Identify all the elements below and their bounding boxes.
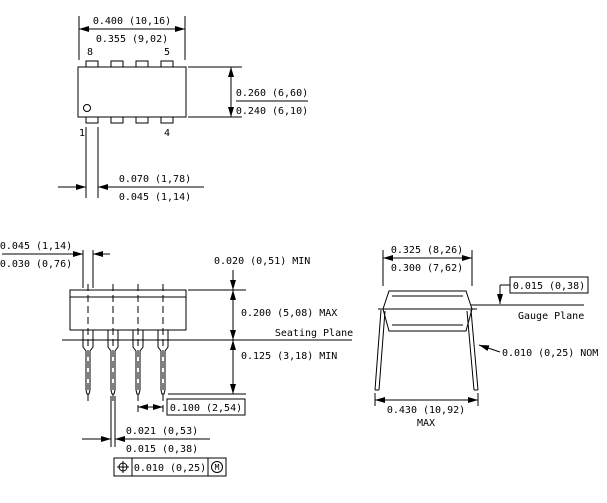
dim-overall-span-value: 0.430 (10,92) [387,405,465,416]
mmc-modifier-icon: M [211,461,223,473]
dim-lead-shoulder: 0.070 (1,78) 0.045 (1,14) [58,127,204,203]
dim-lead-thickness: 0.021 (0,53) 0.015 (0,38) [82,396,210,455]
dim-body-width-max: 0.260 (6,60) [236,88,308,99]
pin-number-4: 4 [164,128,170,139]
dim-body-length-max: 0.400 (10,16) [93,16,171,27]
package-top-outline [77,60,187,124]
dim-gauge-value: 0.015 (0,38) [513,281,585,292]
dim-row-spacing-min: 0.300 (7,62) [391,263,463,274]
package-side-body [69,289,187,331]
dim-row-spacing-max: 0.325 (8,26) [391,245,463,256]
dim-lead-length-label: 0.125 (3,18) MIN [241,351,337,362]
dim-lead-shoulder-min: 0.045 (1,14) [119,192,191,203]
mmc-modifier-letter: M [215,463,220,472]
dim-lead-pitch-label: 0.100 (2,54) [170,403,242,414]
dim-lead-shoulder-max: 0.070 (1,78) [119,174,191,185]
seating-plane-label: Seating Plane [275,328,353,339]
dim-body-width: 0.260 (6,60) 0.240 (6,10) [188,66,308,118]
dim-gauge-plane: 0.015 (0,38) Gauge Plane [471,276,589,322]
dim-lead-pitch: 0.100 (2,54) [138,398,246,416]
dim-lead-thickness-nom: 0.010 (0,25) NOM [478,344,598,359]
side-view: Seating Plane 0.045 (1,14) 0.030 (0,76) … [0,241,353,477]
gauge-plane-label: Gauge Plane [518,311,584,322]
dim-overall-span-qualifier: MAX [417,418,435,429]
pin-number-1: 1 [79,128,85,139]
top-view: 8 5 1 4 0.400 (10,16) 0.355 (9,02) 0.260… [58,16,308,203]
end-view: 0.325 (8,26) 0.300 (7,62) 0.015 (0,38) G… [374,245,598,429]
dim-body-length-min: 0.355 (9,02) [96,34,168,45]
seating-plane: Seating Plane [62,328,353,341]
dim-standoff-label: 0.020 (0,51) MIN [214,256,310,267]
package-end-body [378,290,477,332]
pin1-indicator-dot [83,104,91,112]
dim-row-spacing: 0.325 (8,26) 0.300 (7,62) [382,245,473,286]
pin-number-8: 8 [87,47,93,58]
dim-lead-thickness-nom-label: 0.010 (0,25) NOM [502,348,598,359]
feature-control-frame: 0.010 (0,25) M [113,457,227,477]
dim-body-length: 0.400 (10,16) 0.355 (9,02) [78,16,186,60]
dim-lead-thickness-min: 0.015 (0,38) [126,444,198,455]
true-position-icon [117,461,129,473]
pin-number-5: 5 [164,47,170,58]
dim-lead-width-min: 0.030 (0,76) [0,259,72,270]
dim-lead-width-max: 0.045 (1,14) [0,241,72,252]
position-tolerance-value: 0.010 (0,25) [134,463,206,474]
end-leads [374,309,479,391]
dim-lead-length: 0.125 (3,18) MIN [168,340,337,395]
dim-package-height: 0.200 (5,08) MAX [230,290,337,340]
dim-lead-width: 0.045 (1,14) 0.030 (0,76) [0,241,110,288]
dim-standoff: 0.020 (0,51) MIN [188,256,310,291]
dim-package-height-label: 0.200 (5,08) MAX [241,308,337,319]
dim-lead-thickness-max: 0.021 (0,53) [126,426,198,437]
dim-overall-span: 0.430 (10,92) MAX [374,393,479,429]
lead-centerlines [87,284,164,414]
dim-body-width-min: 0.240 (6,10) [236,106,308,117]
